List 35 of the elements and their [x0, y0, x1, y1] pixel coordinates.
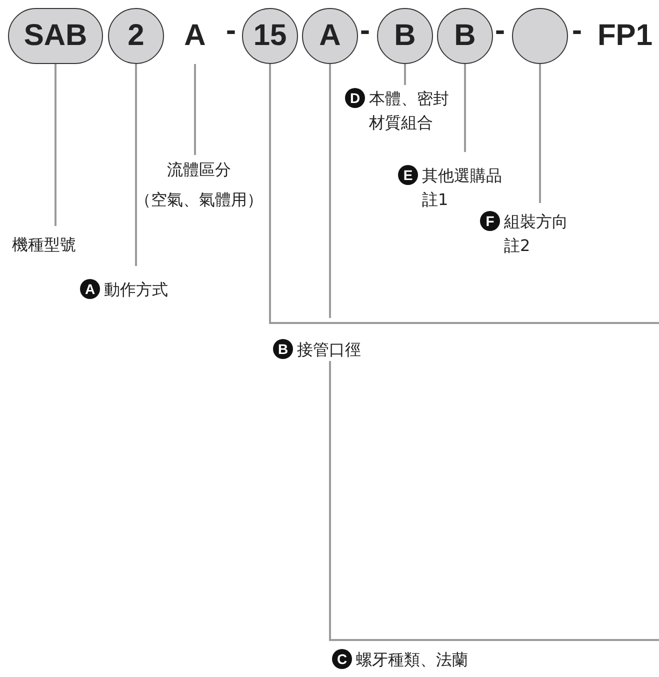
- code-circle: A: [302, 8, 358, 64]
- code-separator: -: [572, 14, 582, 48]
- callout-text: 接管口徑: [297, 339, 361, 361]
- leader-line: [464, 64, 466, 152]
- code-circle: 15: [242, 8, 298, 64]
- callout-text: 本體、密封材質組合: [369, 88, 450, 134]
- leader-line: [404, 64, 406, 85]
- callout-text: 其他選購品註1: [422, 165, 503, 211]
- code-pill: SAB: [8, 8, 103, 64]
- callout-text: 組裝方向註2: [504, 211, 569, 257]
- code-circle: B: [437, 8, 493, 64]
- leader-line: [539, 64, 541, 203]
- callout-text: 流體區分: [167, 159, 231, 181]
- letter-badge: D: [345, 88, 365, 108]
- letter-badge: F: [480, 211, 500, 231]
- letter-badge: B: [273, 339, 293, 359]
- callout-text: 動作方式: [104, 279, 168, 301]
- callout-text: 螺牙種類、法蘭: [356, 649, 468, 671]
- code-separator: -: [226, 14, 236, 48]
- leader-line: [194, 64, 196, 155]
- code-circle: B: [377, 8, 433, 64]
- leader-line: [135, 64, 137, 266]
- callout-text: 機種型號: [12, 234, 76, 256]
- leader-line: [54, 64, 56, 226]
- code-letter: FP1: [592, 8, 658, 64]
- leader-line: [269, 64, 659, 324]
- letter-badge: A: [80, 279, 100, 299]
- code-circle: 2: [108, 8, 164, 64]
- code-separator: -: [360, 14, 370, 48]
- code-separator: -: [495, 14, 505, 48]
- code-letter: A: [175, 8, 215, 64]
- letter-badge: C: [332, 649, 352, 669]
- letter-badge: E: [398, 165, 418, 185]
- callout-text: （空氣、氣體用）: [135, 189, 263, 211]
- leader-line: [329, 63, 659, 641]
